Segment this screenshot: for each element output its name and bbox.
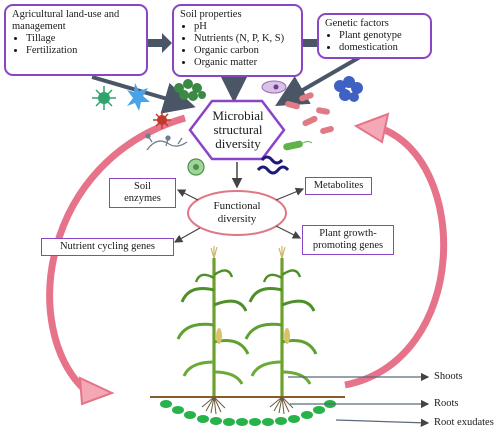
arrow-to-soil-enzymes bbox=[176, 189, 199, 201]
center-line: structural bbox=[213, 122, 263, 137]
roots-icon bbox=[201, 396, 294, 415]
genetic-factors-box: Genetic factors Plant genotype domestica… bbox=[317, 13, 432, 59]
soil-properties-box: Soil properties pH Nutrients (N, P, K, S… bbox=[172, 4, 303, 77]
hyphae-icon bbox=[145, 133, 188, 151]
protozoa-icon bbox=[261, 80, 287, 94]
red-virus-icon bbox=[153, 111, 171, 129]
shoots-label: Shoots bbox=[434, 371, 463, 382]
soil-enzymes-tag: Soil enzymes bbox=[109, 178, 176, 208]
genetic-factor-item: domestication bbox=[339, 42, 424, 54]
root-exudates-label: Root exudates bbox=[434, 417, 494, 428]
microbial-structural-diversity-label: Microbial structural diversity bbox=[195, 109, 281, 151]
functional-line: Functional bbox=[213, 200, 261, 212]
genetic-factors-title: Genetic factors bbox=[325, 18, 389, 29]
arrow-to-nutrient-cycling bbox=[173, 227, 201, 243]
spore-icon bbox=[187, 158, 205, 176]
soil-property-item: Organic matter bbox=[194, 57, 295, 69]
root-exudate-blobs bbox=[160, 400, 336, 426]
pointer-root-exudates bbox=[335, 418, 430, 427]
center-line: diversity bbox=[215, 136, 261, 151]
feedback-arrow-left bbox=[46, 114, 186, 406]
roots-label: Roots bbox=[434, 398, 459, 409]
coccus-cluster-icon bbox=[334, 76, 363, 102]
metabolites-tag: Metabolites bbox=[305, 177, 372, 195]
arrow-to-pgp-genes bbox=[275, 225, 302, 239]
pgp-line: Plant growth- bbox=[319, 228, 377, 239]
arrow-landuse-to-soil bbox=[148, 33, 172, 53]
virus-icon bbox=[92, 86, 116, 110]
rod-bacteria-icon bbox=[285, 92, 334, 135]
plant-growth-promoting-genes-tag: Plant growth- promoting genes bbox=[302, 225, 394, 255]
maize-plant-icon bbox=[176, 246, 318, 396]
soil-property-item: pH bbox=[194, 21, 295, 33]
land-use-item: Tillage bbox=[26, 33, 140, 45]
functional-diversity-label: Functional diversity bbox=[192, 200, 282, 226]
nutrient-cycling-genes-tag: Nutrient cycling genes bbox=[41, 238, 174, 256]
fungi-icon bbox=[127, 83, 150, 111]
bacteria-cluster-icon bbox=[174, 79, 206, 101]
soil-property-item: Nutrients (N, P, K, S) bbox=[194, 33, 295, 45]
functional-line: diversity bbox=[217, 213, 257, 225]
pgp-line: promoting genes bbox=[312, 240, 384, 251]
land-use-box: Agricultural land-use and management Til… bbox=[4, 4, 148, 76]
arrow-genetic-to-center bbox=[275, 55, 361, 106]
center-line: Microbial bbox=[212, 108, 264, 123]
land-use-title: Agricultural land-use and management bbox=[12, 9, 120, 32]
land-use-item: Fertilization bbox=[26, 45, 140, 57]
spirillum-icon bbox=[256, 155, 290, 175]
soil-properties-title: Soil properties bbox=[180, 9, 242, 20]
functional-ellipse bbox=[187, 190, 287, 236]
soil-property-item: Organic carbon bbox=[194, 45, 295, 57]
arrow-to-metabolites bbox=[275, 187, 305, 201]
feedback-arrow-right bbox=[344, 112, 448, 389]
green-bacillus-icon bbox=[283, 140, 313, 151]
genetic-factor-item: Plant genotype bbox=[339, 30, 424, 42]
